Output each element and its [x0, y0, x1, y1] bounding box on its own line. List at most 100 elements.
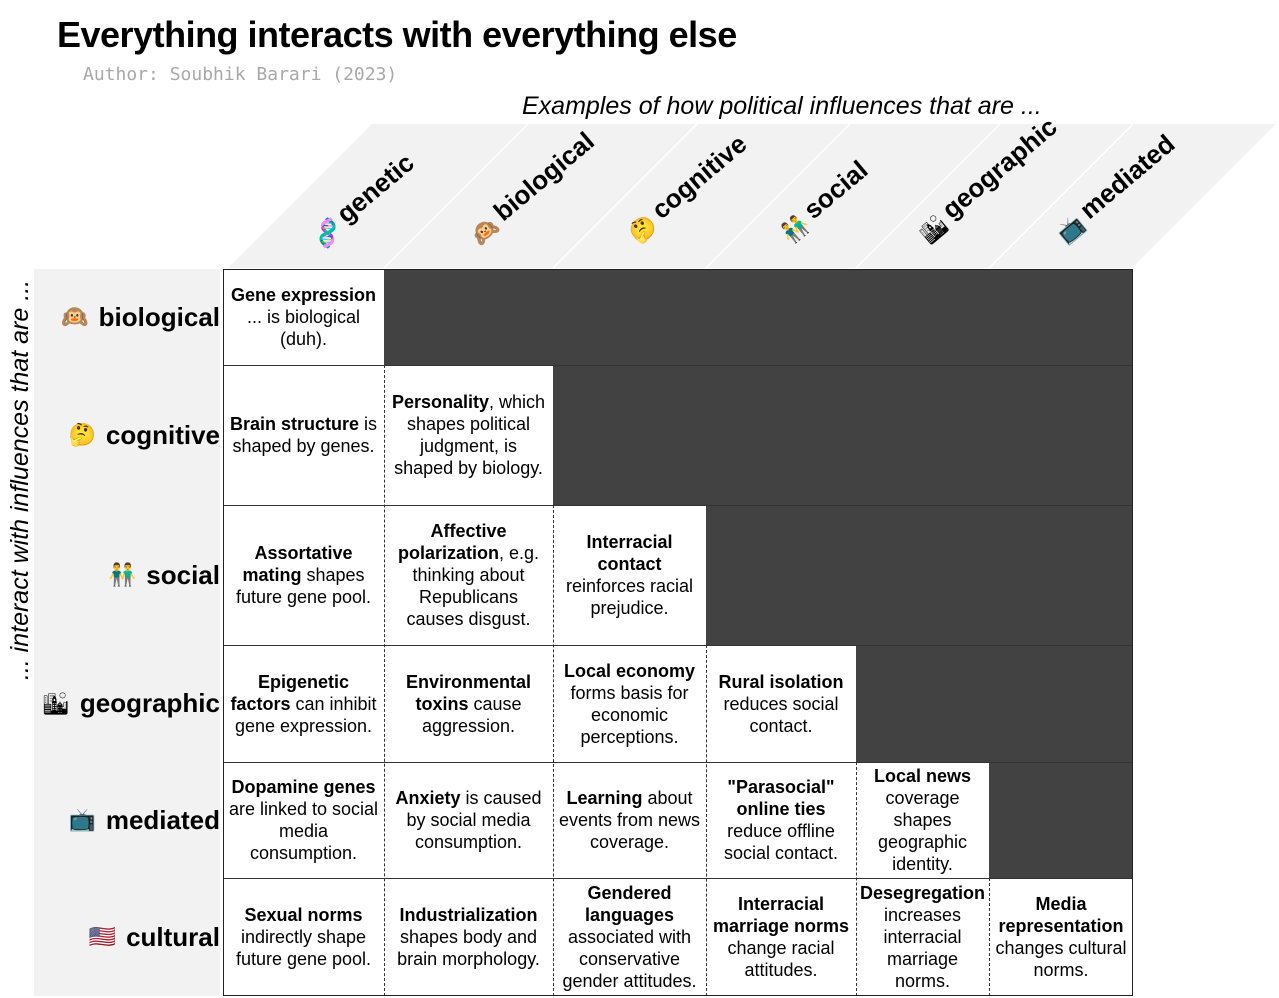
- row-header-label: cognitive: [105, 419, 220, 450]
- empty-cell: [706, 505, 856, 645]
- cell-bold-term: Anxiety: [395, 788, 461, 808]
- row-header-3: 🏙 geographic: [42, 645, 220, 762]
- cell-description: is caused by social media consumption.: [406, 788, 542, 852]
- empty-cell: [989, 505, 1133, 645]
- row-header-label: mediated: [105, 804, 220, 835]
- cell-text: Local news coverage shapes geographic id…: [860, 765, 985, 875]
- cell-text: Epigenetic factors can inhibit gene expr…: [227, 671, 380, 737]
- empty-cell: [384, 269, 553, 365]
- cell-bold-term: Environmental toxins: [405, 671, 532, 714]
- column-axis-caption: Examples of how political influences tha…: [522, 92, 1042, 120]
- matrix-cell-r3c1: Environmental toxins cause aggression.: [384, 645, 553, 762]
- cell-bold-term: Local economy: [563, 660, 696, 681]
- matrix-cell-r5c4: Desegregation increases interracial marr…: [856, 878, 989, 996]
- cell-text: Interracial contact reinforces racial pr…: [557, 531, 702, 619]
- empty-cell: [856, 269, 989, 365]
- empty-cell: [989, 365, 1133, 505]
- cell-text: Personality, which shapes political judg…: [388, 391, 549, 479]
- empty-cell: [989, 762, 1133, 878]
- cell-text: Affective polarization, e.g. thinking ab…: [388, 520, 549, 630]
- cell-text: Local economy forms basis for economic p…: [557, 660, 702, 748]
- cell-bold-term: Gendered languages: [584, 883, 675, 925]
- matrix-cell-r5c3: Interracial marriage norms change racial…: [706, 878, 856, 996]
- cell-description: about events from news coverage.: [558, 788, 701, 852]
- cell-description: , which shapes political judgment, is sh…: [394, 392, 546, 478]
- cell-description: shapes future gene pool.: [235, 565, 372, 607]
- cell-text: Dopamine genes are linked to social medi…: [227, 776, 380, 864]
- cell-description: reduce offline social contact.: [723, 821, 839, 863]
- column-divider: [989, 878, 990, 996]
- cell-bold-term: Sexual norms: [244, 905, 363, 925]
- matrix-cell-r2c1: Affective polarization, e.g. thinking ab…: [384, 505, 553, 645]
- column-divider: [553, 505, 554, 996]
- row-header-label: social: [146, 559, 220, 590]
- cell-bold-term: Dopamine genes: [231, 777, 376, 797]
- cell-bold-term: Rural isolation: [718, 671, 844, 692]
- cell-description: increases interracial marriage norms.: [883, 905, 962, 991]
- monkey-icon: 🙉: [61, 304, 89, 329]
- cell-text: Industrialization shapes body and brain …: [388, 904, 549, 970]
- people-icon: 👬: [108, 562, 137, 587]
- cell-bold-term: Brain structure: [229, 414, 360, 434]
- cell-bold-term: Industrialization: [399, 905, 538, 925]
- matrix-cell-r1c0: Brain structure is shaped by genes.: [223, 365, 384, 505]
- empty-cell: [553, 365, 706, 505]
- cell-text: Environmental toxins cause aggression.: [388, 671, 549, 737]
- matrix-cell-r5c5: Media representation changes cultural no…: [989, 878, 1133, 996]
- cityscape-icon: 🏙: [41, 690, 70, 716]
- cell-text: Gendered languages associated with conse…: [557, 882, 702, 992]
- cell-text: Desegregation increases interracial marr…: [860, 882, 985, 992]
- cell-text: Learning about events from news coverage…: [557, 787, 702, 853]
- cell-bold-term: Learning: [566, 788, 643, 808]
- column-divider: [856, 762, 857, 996]
- cell-text: "Parasocial" online ties reduce offline …: [710, 776, 852, 864]
- row-header-label: geographic: [79, 688, 220, 718]
- cell-text: Interracial marriage norms change racial…: [710, 893, 852, 981]
- column-divider: [706, 645, 707, 996]
- matrix-cell-r0c0: Gene expression ... is biological (duh).: [223, 269, 384, 365]
- matrix-cell-r1c1: Personality, which shapes political judg…: [384, 365, 553, 505]
- matrix-cell-r2c2: Interracial contact reinforces racial pr…: [553, 505, 706, 645]
- row-header-0: 🙉 biological: [61, 269, 220, 365]
- cell-bold-term: Assortative mating: [242, 543, 353, 585]
- cell-description: reinforces racial prejudice.: [565, 576, 694, 618]
- row-header-label: biological: [98, 301, 220, 332]
- cell-description: can inhibit gene expression.: [234, 693, 377, 736]
- cell-text: Rural isolation reduces social contact.: [710, 671, 852, 737]
- cell-bold-term: "Parasocial" online ties: [727, 777, 835, 819]
- cell-text: Anxiety is caused by social media consum…: [388, 787, 549, 853]
- column-header-band: [228, 123, 1276, 269]
- matrix-cell-r4c0: Dopamine genes are linked to social medi…: [223, 762, 384, 878]
- cell-description: associated with conservative gender atti…: [562, 927, 697, 991]
- matrix-cell-r5c1: Industrialization shapes body and brain …: [384, 878, 553, 996]
- cell-bold-term: Desegregation: [859, 883, 986, 903]
- row-header-band: [34, 269, 220, 996]
- cell-bold-term: Epigenetic factors: [230, 671, 350, 714]
- matrix-cell-r4c2: Learning about events from news coverage…: [553, 762, 706, 878]
- empty-cell: [856, 505, 989, 645]
- cell-text: Media representation changes cultural no…: [993, 893, 1129, 981]
- matrix-cell-r4c1: Anxiety is caused by social media consum…: [384, 762, 553, 878]
- cell-description: cause aggression.: [421, 693, 522, 736]
- row-divider: [223, 878, 1133, 879]
- row-axis-caption: ... interact with influences that are ..…: [6, 279, 34, 681]
- cell-description: reduces social contact.: [723, 693, 839, 736]
- matrix-cell-r3c2: Local economy forms basis for economic p…: [553, 645, 706, 762]
- row-divider: [223, 365, 1133, 366]
- cell-bold-term: Gene expression: [230, 285, 377, 305]
- row-header-2: 👬 social: [109, 505, 220, 645]
- author-credit: Author: Soubhik Barari (2023): [83, 64, 398, 85]
- cell-description: is shaped by genes.: [232, 414, 378, 456]
- interaction-matrix: Gene expression ... is biological (duh).…: [223, 269, 1133, 996]
- cell-text: Assortative mating shapes future gene po…: [227, 542, 380, 608]
- empty-cell: [989, 269, 1133, 365]
- matrix-cell-r4c3: "Parasocial" online ties reduce offline …: [706, 762, 856, 878]
- empty-cell: [989, 645, 1133, 762]
- cell-description: ... is biological (duh).: [246, 307, 361, 349]
- empty-cell: [856, 645, 989, 762]
- matrix-cell-r3c0: Epigenetic factors can inhibit gene expr…: [223, 645, 384, 762]
- matrix-cell-r4c4: Local news coverage shapes geographic id…: [856, 762, 989, 878]
- matrix-cell-r5c0: Sexual norms indirectly shape future gen…: [223, 878, 384, 996]
- cell-bold-term: Interracial contact: [586, 532, 673, 574]
- empty-cell: [856, 365, 989, 505]
